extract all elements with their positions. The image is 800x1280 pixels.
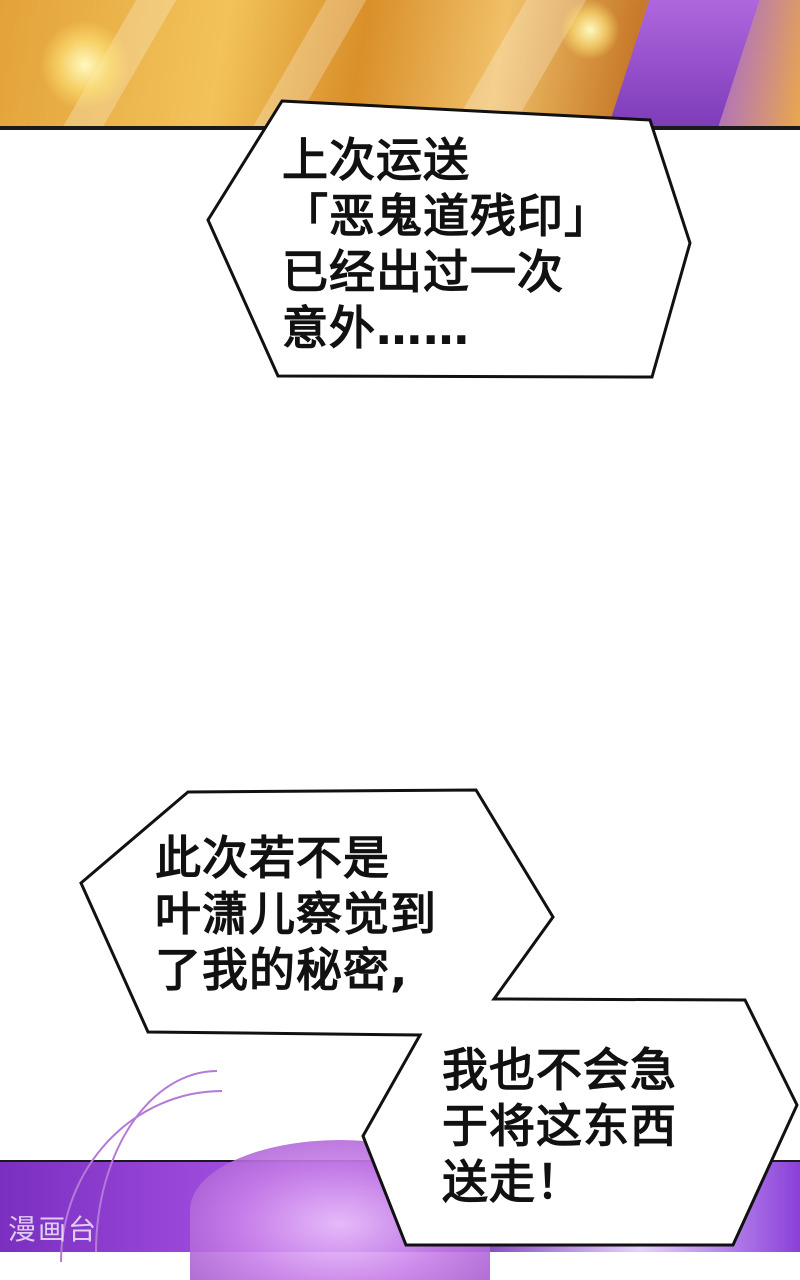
dialogue-line: 此次若不是 — [155, 831, 390, 885]
dialogue-line: 上次运送 — [282, 133, 470, 187]
dialogue-line: 已经出过一次 — [282, 245, 564, 299]
dialogue-line: 意外…… — [282, 301, 470, 355]
dialogue-line: 送走！ — [442, 1155, 583, 1209]
watermark: 漫画台 — [8, 1213, 99, 1246]
speech-bubble-outlines — [79, 99, 799, 1247]
speech-bubble-2-text: 此次若不是 叶潇儿察觉到 了我的秘密, — [155, 830, 437, 998]
speech-bubble-1-text: 上次运送 「恶鬼道残印」 已经出过一次 意外…… — [282, 132, 611, 356]
dialogue-line: 了我的秘密, — [155, 943, 409, 997]
dialogue-line: 叶潇儿察觉到 — [155, 887, 437, 941]
light-glow — [560, 0, 620, 60]
speech-bubble-1 — [206, 99, 692, 379]
speech-bubble-2-3 — [79, 788, 799, 1247]
speech-bubble-3-text: 我也不会急 于将这东西 送走！ — [442, 1042, 677, 1210]
light-glow — [40, 20, 130, 110]
dialogue-line: 我也不会急 — [442, 1043, 677, 1097]
dialogue-line: 于将这东西 — [442, 1099, 677, 1153]
dialogue-line: 「恶鬼道残印」 — [282, 189, 611, 243]
